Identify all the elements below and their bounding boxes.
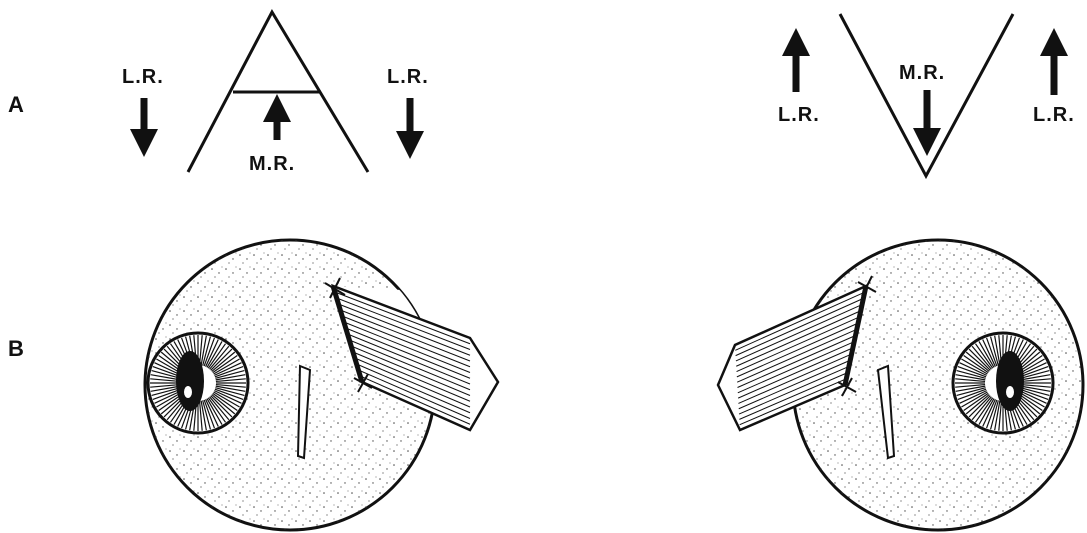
a-pattern-diagram: M.R. L.R. L.R. (122, 12, 429, 175)
right-eyeball-illustration (718, 240, 1083, 530)
a-lr-left-label: L.R. (122, 66, 164, 88)
panel-label-b: B (8, 336, 24, 361)
v-lr-left-label: L.R. (778, 104, 820, 126)
a-lr-right-label: L.R. (387, 66, 429, 88)
panel-label-a: A (8, 92, 24, 117)
v-pattern-diagram: M.R. L.R. L.R. (778, 14, 1075, 176)
v-mr-label: M.R. (899, 62, 945, 84)
v-lr-right-label: L.R. (1033, 104, 1075, 126)
a-mr-label: M.R. (249, 153, 295, 175)
right-iris (953, 333, 1053, 433)
left-iris (148, 333, 248, 433)
